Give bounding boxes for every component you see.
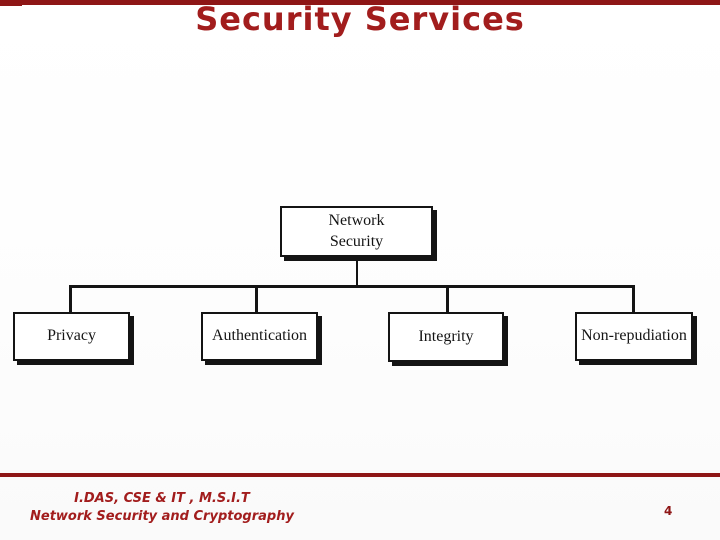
node-non-repudiation: Non-repudiation — [575, 312, 693, 361]
node-authentication: Authentication — [201, 312, 318, 361]
security-services-diagram: Network Security Privacy Authentication … — [13, 206, 693, 362]
title-divider — [0, 0, 720, 5]
connector-integrity — [446, 285, 449, 313]
node-network-security: Network Security — [280, 206, 433, 257]
node-privacy: Privacy — [13, 312, 130, 361]
node-integrity: Integrity — [388, 312, 504, 362]
connector-non-repudiation — [632, 285, 635, 313]
connector-horizontal-bar — [69, 285, 635, 288]
connector-authentication — [255, 285, 258, 313]
footer-course-line: Network Security and Cryptography — [30, 508, 294, 524]
footer-credits: I.DAS, CSE & IT , M.S.I.T Network Securi… — [30, 490, 294, 525]
connector-root-drop — [356, 255, 358, 286]
page-title: Security Services — [195, 0, 525, 38]
connector-privacy — [69, 285, 72, 313]
page-number: 4 — [664, 504, 673, 518]
footer-divider — [0, 473, 720, 477]
title-divider-cap — [0, 0, 22, 6]
footer-author-line: I.DAS, CSE & IT , M.S.I.T — [74, 491, 250, 506]
